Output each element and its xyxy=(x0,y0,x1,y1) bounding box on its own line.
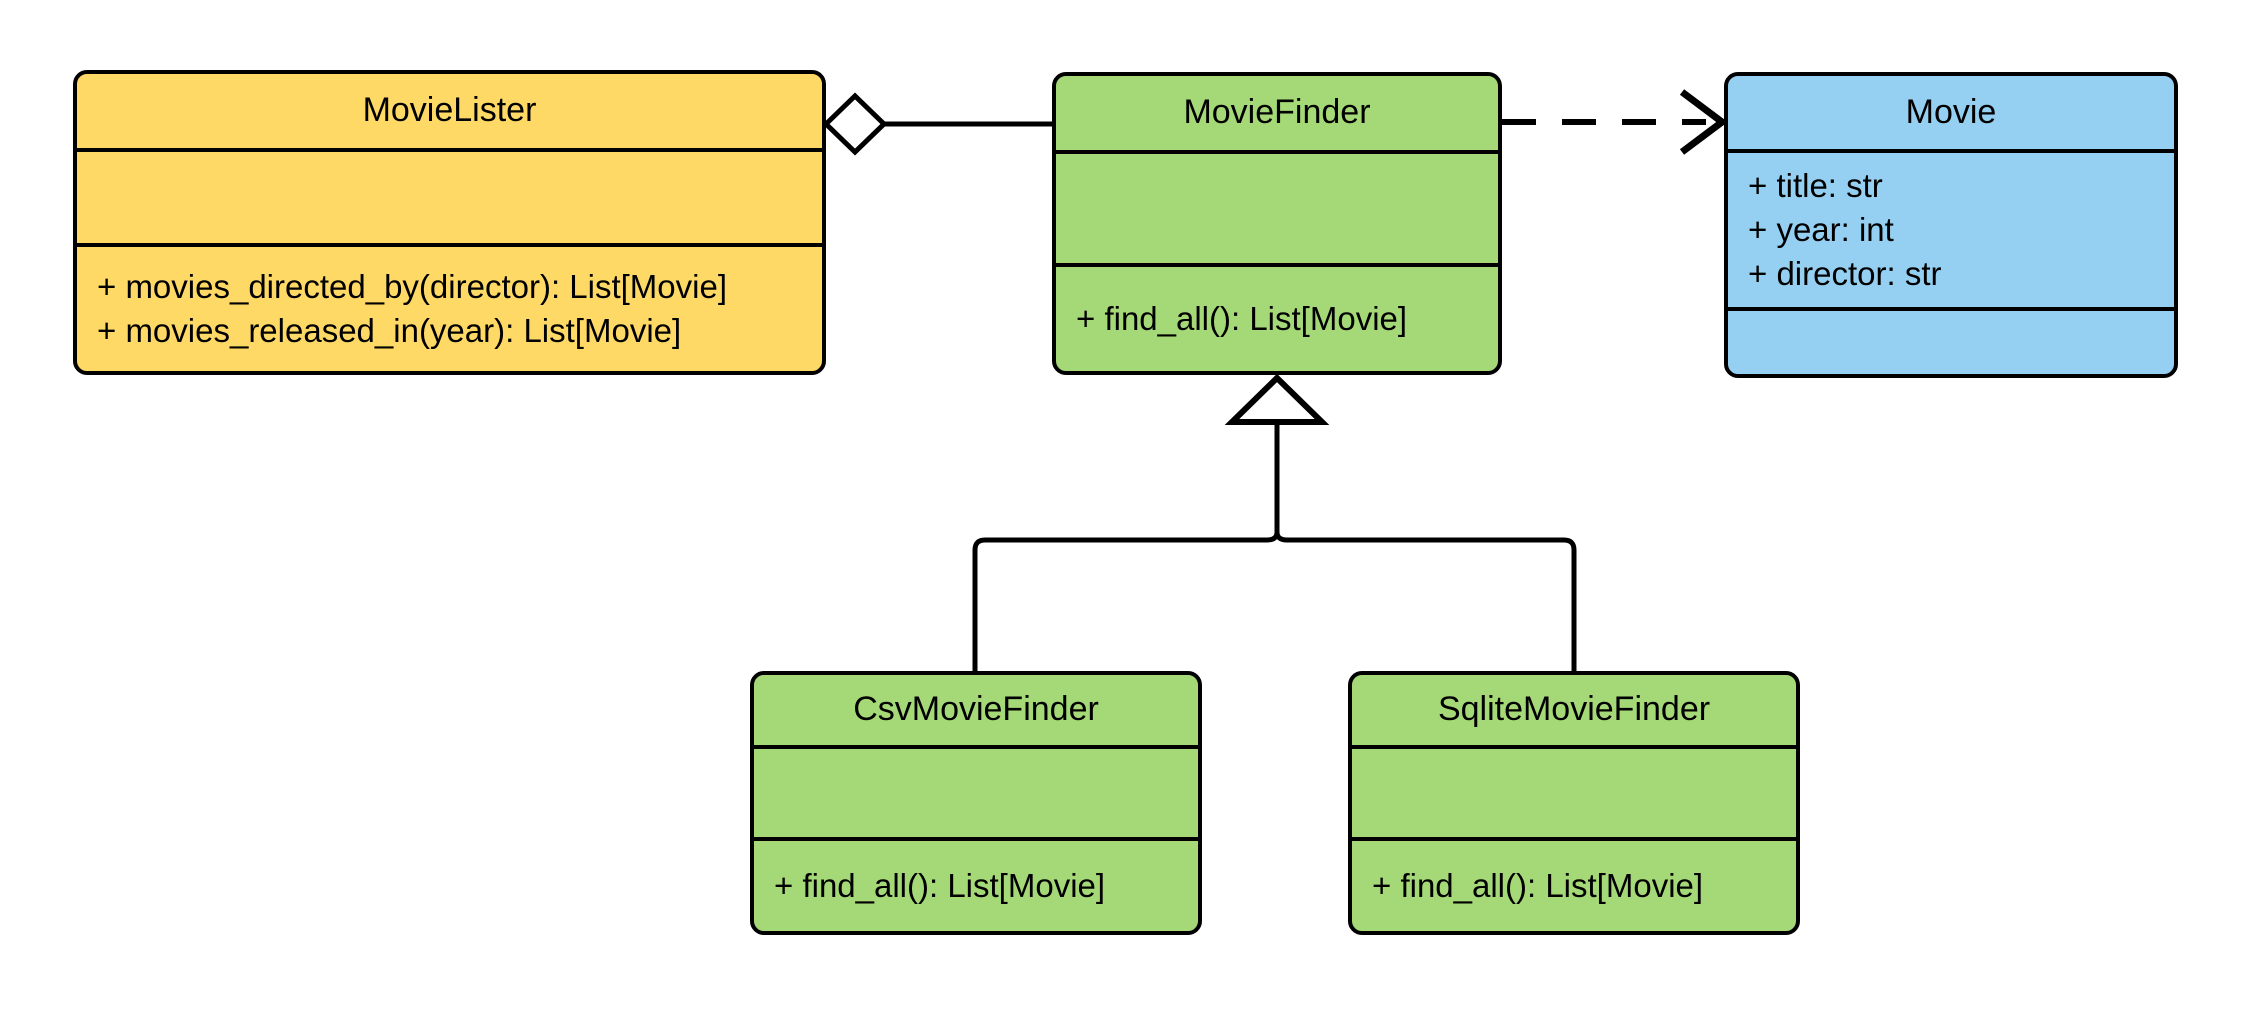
attributes-compartment xyxy=(754,745,1198,837)
hollow-triangle-marker xyxy=(1224,373,1330,425)
methods-compartment xyxy=(1728,307,2174,374)
method-list: + find_all(): List[Movie] xyxy=(1352,864,1796,908)
class-name-compartment: MovieLister xyxy=(77,74,822,148)
method-list: + find_all(): List[Movie] xyxy=(1056,297,1498,341)
generalization-branch-csvmoviefinder xyxy=(972,524,1280,671)
class-box-movielister[interactable]: MovieLister + movies_directed_by(directo… xyxy=(73,70,826,375)
attributes-compartment xyxy=(1056,150,1498,263)
class-name-compartment: Movie xyxy=(1728,76,2174,149)
attribute-list: + title: str + year: int + director: str xyxy=(1728,164,2174,297)
class-title: Movie xyxy=(1905,92,1997,131)
class-box-csvmoviefinder[interactable]: CsvMovieFinder + find_all(): List[Movie] xyxy=(750,671,1202,935)
attribute-item: + title: str xyxy=(1748,166,1883,204)
attribute-item: + director: str xyxy=(1748,255,1942,293)
class-name-compartment: CsvMovieFinder xyxy=(754,675,1198,745)
class-name-compartment: MovieFinder xyxy=(1056,76,1498,150)
methods-compartment: + movies_directed_by(director): List[Mov… xyxy=(77,243,822,371)
hollow-diamond-marker xyxy=(822,92,888,156)
class-box-movie[interactable]: Movie + title: str + year: int + directo… xyxy=(1724,72,2178,378)
class-title: MovieFinder xyxy=(1183,93,1371,132)
class-name-compartment: SqliteMovieFinder xyxy=(1352,675,1796,745)
class-title: SqliteMovieFinder xyxy=(1437,690,1711,729)
method-item: + find_all(): List[Movie] xyxy=(1372,866,1704,904)
method-item: + find_all(): List[Movie] xyxy=(1076,299,1408,337)
attributes-compartment: + title: str + year: int + director: str xyxy=(1728,149,2174,307)
attributes-compartment xyxy=(1352,745,1796,837)
attribute-item: + year: int xyxy=(1748,210,1894,248)
class-box-moviefinder[interactable]: MovieFinder + find_all(): List[Movie] xyxy=(1052,72,1502,375)
attributes-compartment xyxy=(77,148,822,243)
method-item: + movies_released_in(year): List[Movie] xyxy=(97,312,682,349)
methods-compartment: + find_all(): List[Movie] xyxy=(1352,837,1796,931)
generalization-edge-tree[interactable] xyxy=(972,373,1577,671)
open-arrow-marker xyxy=(1679,89,1728,155)
method-item: + find_all(): List[Movie] xyxy=(774,866,1106,904)
methods-compartment: + find_all(): List[Movie] xyxy=(754,837,1198,931)
class-title: CsvMovieFinder xyxy=(853,690,1099,729)
generalization-branch-sqlitemoviefinder xyxy=(1274,524,1577,671)
dependency-edge-moviefinder-movie[interactable] xyxy=(1502,89,1728,155)
method-list: + find_all(): List[Movie] xyxy=(754,864,1198,908)
methods-compartment: + find_all(): List[Movie] xyxy=(1056,263,1498,371)
method-item: + movies_directed_by(director): List[Mov… xyxy=(97,267,727,305)
class-title: MovieLister xyxy=(362,91,537,130)
aggregation-edge-movielister-moviefinder[interactable] xyxy=(822,92,1052,156)
class-box-sqlitemoviefinder[interactable]: SqliteMovieFinder + find_all(): List[Mov… xyxy=(1348,671,1800,935)
method-list: + movies_directed_by(director): List[Mov… xyxy=(77,265,822,353)
